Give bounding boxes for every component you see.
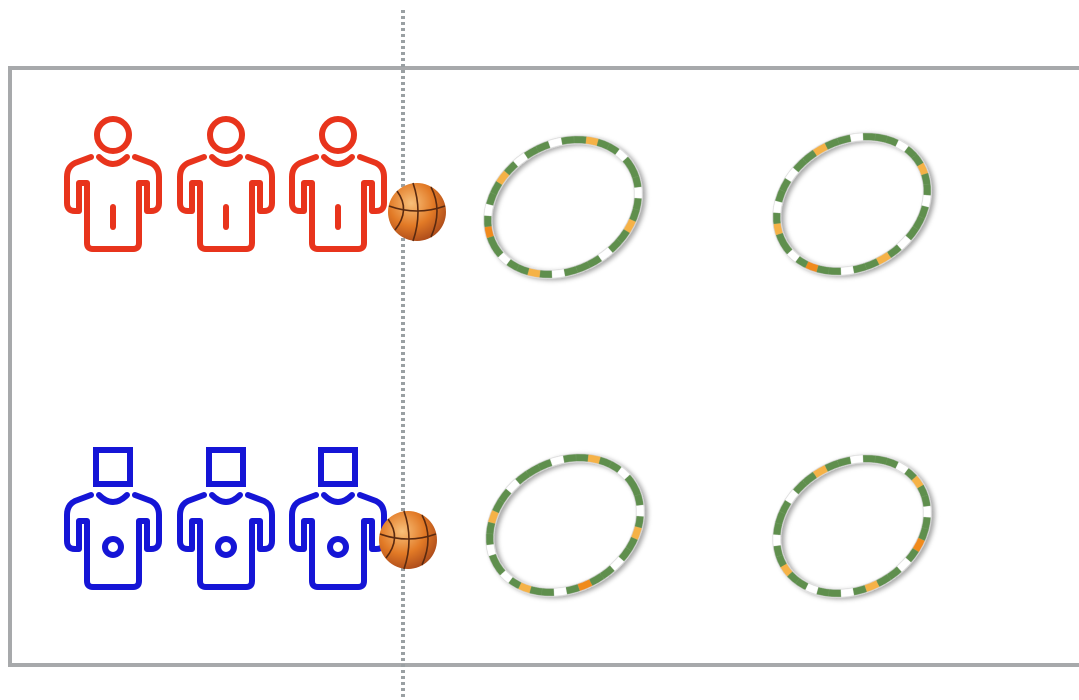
basketball-icon [379,511,437,569]
player-blue-icon [180,450,272,587]
player-red-icon [292,119,384,249]
player-blue-icon [292,450,384,587]
hoop-icon [747,104,958,303]
hoop-icon [747,426,958,625]
hoop-icon [458,107,669,306]
basketball-icon [388,183,446,241]
player-red-icon [180,119,272,249]
hoop-icon [460,425,671,624]
player-red-icon [67,119,159,249]
player-blue-icon [67,450,159,587]
